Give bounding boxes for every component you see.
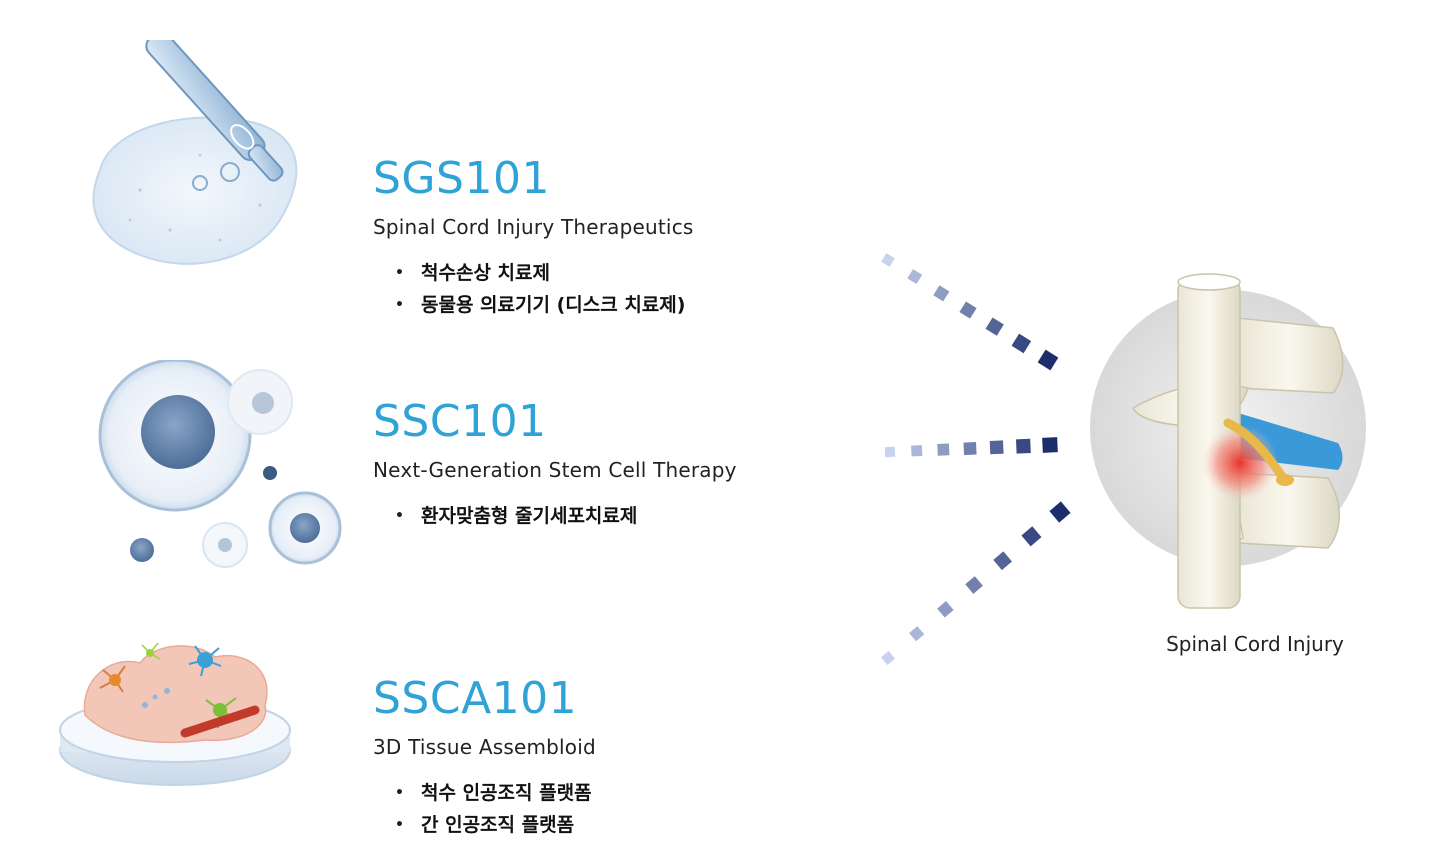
product-code: SSC101 [373,396,547,447]
bullet-list: 척수 인공조직 플랫폼 간 인공조직 플랫폼 [395,777,596,841]
arrow-dash [881,253,895,267]
product-ssc101: SSC101 Next-Generation Stem Cell Therapy… [373,396,737,533]
spine-injury-icon [1090,273,1366,609]
list-item: 척수손상 치료제 [395,257,694,289]
list-item: 간 인공조직 플랫폼 [395,809,596,841]
arrow-dash [907,269,923,285]
arrow-dash [963,442,977,456]
arrow-dash [1042,437,1058,453]
list-item: 환자맞춤형 줄기세포치료제 [395,500,737,532]
arrow-dash [937,601,954,618]
arrow-dash [959,301,977,319]
arrow-dash [1021,526,1042,547]
target-caption: Spinal Cord Injury [1166,632,1344,656]
arrow-dash [911,445,923,457]
product-code: SSCA101 [373,673,578,724]
product-ssca101: SSCA101 3D Tissue Assembloid 척수 인공조직 플랫폼… [373,673,596,842]
arrow-dash [1049,501,1071,523]
arrow-dash [880,650,896,666]
product-subtitle: Spinal Cord Injury Therapeutics [373,215,694,239]
product-subtitle: 3D Tissue Assembloid [373,735,596,759]
arrow-dash [965,576,983,594]
arrow-dash [884,446,896,458]
arrow-dash [985,317,1004,336]
list-item: 동물용 의료기기 (디스크 치료제) [395,289,694,321]
arrow-dash [937,443,950,456]
list-item: 척수 인공조직 플랫폼 [395,777,596,809]
arrow-dash [909,626,925,642]
gel-dropper-icon [92,40,298,265]
arrow-dashes [880,253,1071,666]
bullet-list: 척수손상 치료제 동물용 의료기기 (디스크 치료제) [395,257,694,321]
arrow-dash [1011,333,1032,354]
arrow-dash [1015,438,1031,454]
product-subtitle: Next-Generation Stem Cell Therapy [373,458,737,482]
product-code: SGS101 [373,153,550,204]
arrow-dash [993,551,1013,571]
bullet-list: 환자맞춤형 줄기세포치료제 [395,500,737,532]
product-sgs101: SGS101 Spinal Cord Injury Therapeutics 척… [373,153,694,322]
arrow-dash [933,285,950,302]
arrow-dash [1037,349,1059,371]
tissue-dish-icon [59,642,291,786]
stem-cells-icon [98,360,342,568]
arrow-dash [989,440,1004,455]
